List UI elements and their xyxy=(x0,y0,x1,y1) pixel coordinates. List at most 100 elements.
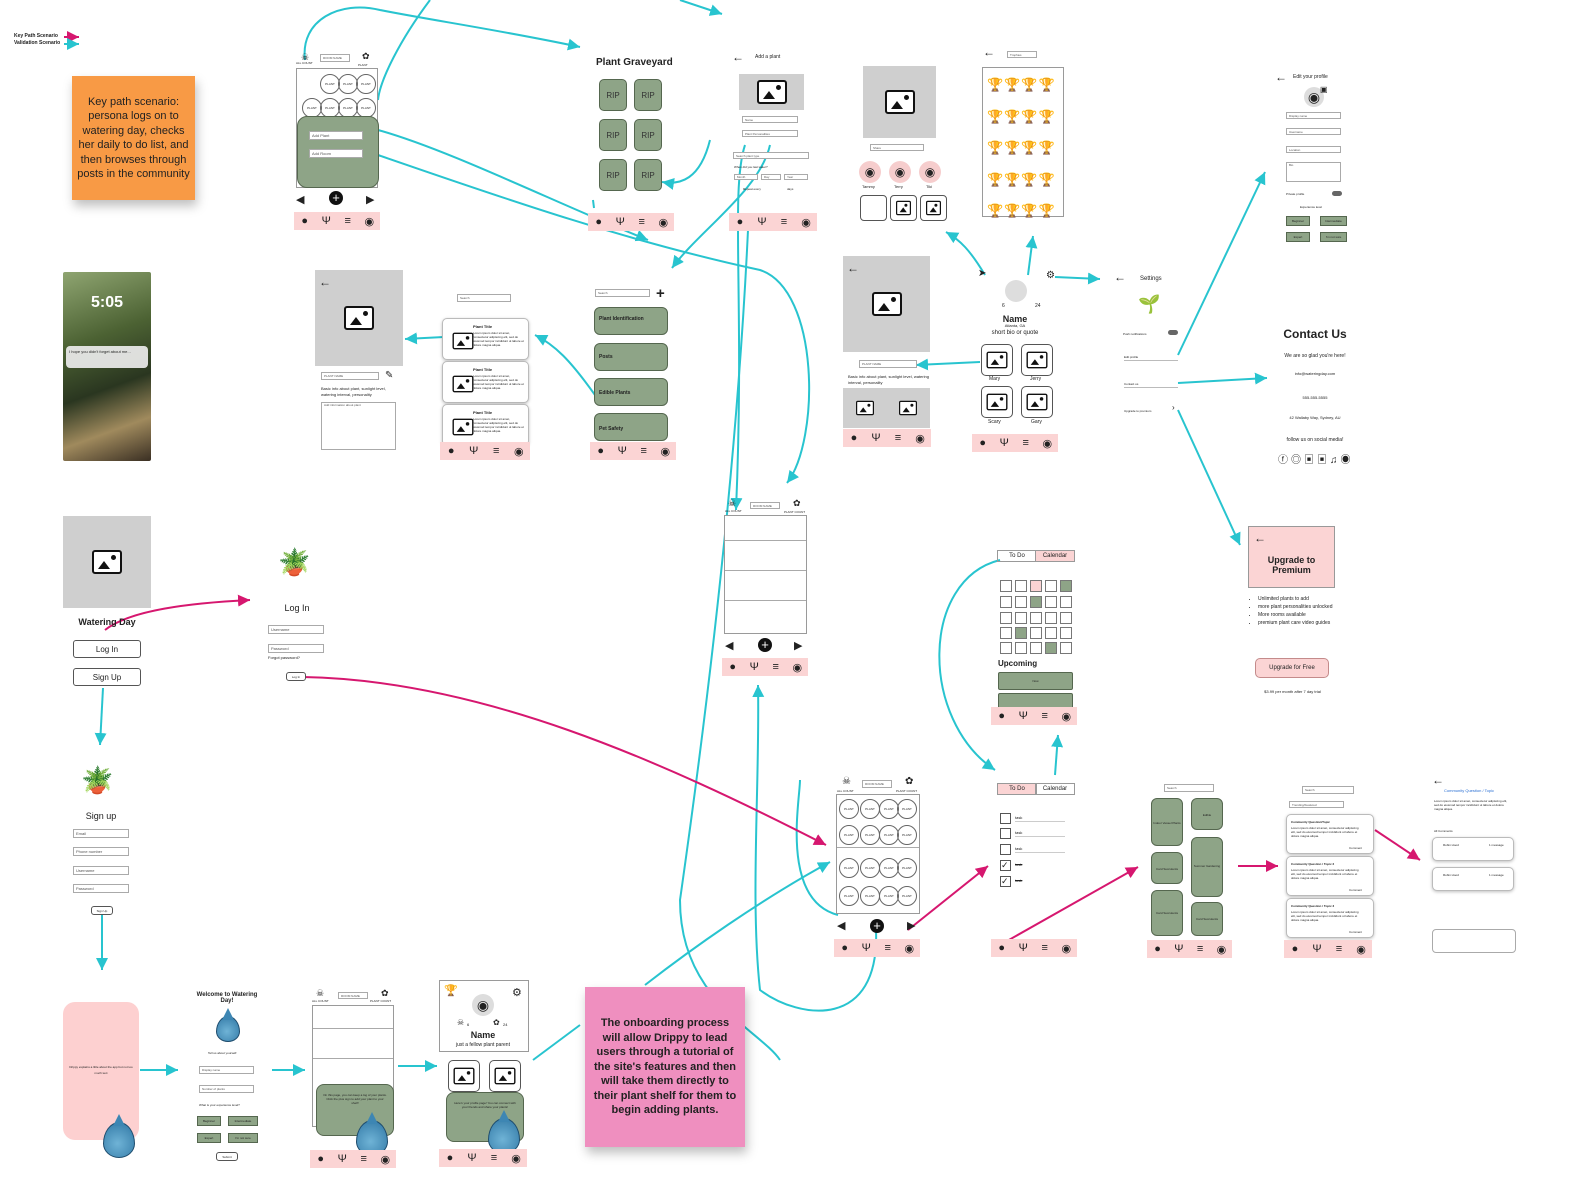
plant-nav-icon[interactable]: Ψ xyxy=(321,215,331,227)
add-room-option[interactable]: Add Room xyxy=(309,149,363,158)
contact-link[interactable]: Contact us xyxy=(1124,381,1178,388)
calendar-day[interactable] xyxy=(1060,580,1072,592)
next-arrow-icon[interactable]: ▶ xyxy=(366,194,375,206)
calendar-day[interactable] xyxy=(1000,612,1012,624)
gear-icon[interactable]: ⚙ xyxy=(1046,270,1055,281)
add-info-field[interactable]: Add information about plant xyxy=(321,402,396,450)
chat-icon[interactable]: ● xyxy=(447,445,455,457)
plant-slot[interactable]: PLANT xyxy=(897,886,917,906)
plant-nav-icon[interactable]: Ψ xyxy=(861,942,871,954)
plant-slot[interactable]: PLANT xyxy=(897,858,917,878)
calendar-day[interactable] xyxy=(1015,596,1027,608)
chat-icon[interactable]: ● xyxy=(736,216,744,228)
user-icon[interactable]: ◉ xyxy=(658,216,669,229)
plant-nav-icon[interactable]: Ψ xyxy=(1174,943,1184,955)
calendar-day[interactable] xyxy=(1045,627,1057,639)
category-item[interactable]: Edible Plants xyxy=(594,378,668,406)
plant-slot[interactable]: PLANT xyxy=(879,799,899,819)
beginner-button[interactable]: Beginner xyxy=(1286,216,1310,226)
plant-slot[interactable]: PLANT xyxy=(338,98,358,118)
user-icon[interactable]: ◉ xyxy=(792,661,803,674)
user-icon[interactable]: ◉ xyxy=(1061,710,1072,723)
plant-slot[interactable]: PLANT xyxy=(839,825,859,845)
plant-thumb[interactable] xyxy=(890,195,917,221)
search-input[interactable]: Search xyxy=(457,294,511,302)
list-icon[interactable]: ≡ xyxy=(640,445,647,457)
list-icon[interactable]: ≡ xyxy=(772,661,779,673)
plant-slot[interactable]: PLANT xyxy=(897,825,917,845)
expert-button[interactable]: Expert xyxy=(1286,232,1310,242)
room-name-field[interactable]: ROOM NAME xyxy=(338,992,368,999)
private-toggle[interactable] xyxy=(1332,191,1342,196)
list-icon[interactable]: ≡ xyxy=(638,216,645,228)
name-field[interactable]: Name xyxy=(742,116,798,123)
list-icon[interactable]: ≡ xyxy=(894,432,902,444)
plant-slot[interactable]: PLANT xyxy=(320,74,340,94)
list-icon[interactable]: ≡ xyxy=(1196,943,1204,955)
topic-card[interactable]: Community Question/Topic Lorem ipsum dol… xyxy=(1286,814,1374,854)
add-icon[interactable]: + xyxy=(870,919,884,933)
next-arrow-icon[interactable]: ▶ xyxy=(907,920,916,932)
plant-nav-icon[interactable]: Ψ xyxy=(757,216,767,228)
user-icon[interactable]: ◉ xyxy=(904,942,915,955)
task-checkbox-checked[interactable]: ✓ xyxy=(1000,860,1011,871)
password-field[interactable]: Password xyxy=(268,644,324,653)
tab-calendar[interactable]: Calendar xyxy=(1035,783,1075,795)
trending-tab[interactable]: Trending/Featured xyxy=(1289,801,1344,808)
avatar[interactable]: ◉ xyxy=(919,161,941,183)
username-field[interactable]: Username xyxy=(73,866,129,875)
tab-todo[interactable]: To Do xyxy=(997,550,1037,562)
rip-tile[interactable]: RIP xyxy=(599,159,627,191)
calendar-day[interactable] xyxy=(1045,596,1057,608)
phone-field[interactable]: Phone number xyxy=(73,847,129,856)
month-select[interactable]: Month xyxy=(734,174,758,180)
camera-icon[interactable]: ▣ xyxy=(1320,85,1328,94)
chat-icon[interactable]: ● xyxy=(1154,943,1161,955)
back-arrow-icon[interactable]: ← xyxy=(1432,773,1444,787)
calendar-day[interactable] xyxy=(1030,580,1042,592)
back-arrow-icon[interactable]: ← xyxy=(847,261,859,275)
friend-tile[interactable] xyxy=(981,386,1013,418)
category-item[interactable]: Posts xyxy=(594,343,668,371)
chat-icon[interactable]: ● xyxy=(446,1152,454,1164)
email-field[interactable]: Email xyxy=(73,829,129,838)
back-arrow-icon[interactable]: ← xyxy=(1114,270,1126,284)
plant-slot[interactable]: PLANT xyxy=(879,858,899,878)
edit-icon[interactable]: ✎ xyxy=(385,370,394,381)
back-arrow-icon[interactable]: ← xyxy=(732,50,744,64)
login-submit[interactable]: Log In xyxy=(286,672,306,681)
user-icon[interactable]: ◉ xyxy=(1216,943,1227,956)
calendar-day[interactable] xyxy=(1060,596,1072,608)
plant-slot[interactable]: PLANT xyxy=(839,858,859,878)
bio-field[interactable]: Bio xyxy=(1286,162,1341,182)
plant-nav-icon[interactable]: Ψ xyxy=(999,437,1009,449)
personalities-select[interactable]: Plant Personalities xyxy=(742,130,798,137)
chevron-right-icon[interactable]: › xyxy=(1172,403,1175,412)
chat-icon[interactable]: ● xyxy=(998,710,1006,722)
task-checkbox-checked[interactable]: ✓ xyxy=(1000,876,1011,887)
friend-tile[interactable] xyxy=(1021,386,1053,418)
chat-icon[interactable]: ● xyxy=(597,445,605,457)
user-icon[interactable]: ◉ xyxy=(1042,437,1053,450)
list-icon[interactable]: ≡ xyxy=(884,942,891,954)
avatar[interactable]: ◉ xyxy=(1304,87,1324,107)
day-select[interactable]: Day xyxy=(761,174,781,180)
comment-link[interactable]: Comment xyxy=(1349,846,1363,850)
explore-card[interactable]: Card Succulents xyxy=(1191,902,1223,936)
category-item[interactable]: Pet Safety xyxy=(594,413,668,441)
rip-tile[interactable]: RIP xyxy=(634,119,662,151)
user-icon[interactable]: ◉ xyxy=(513,445,524,458)
upcoming-item[interactable]: Now xyxy=(998,672,1073,690)
list-icon[interactable]: ≡ xyxy=(1041,710,1048,722)
username-field[interactable]: Username xyxy=(1286,128,1341,135)
calendar-day[interactable] xyxy=(1030,642,1042,654)
list-icon[interactable]: ≡ xyxy=(1022,437,1029,449)
user-icon[interactable]: ◉ xyxy=(364,215,375,228)
add-icon[interactable]: + xyxy=(758,638,772,652)
beginner-button[interactable]: Beginner xyxy=(197,1116,221,1126)
avatar[interactable]: ◉ xyxy=(859,161,881,183)
calendar-day[interactable] xyxy=(1000,627,1012,639)
intermediate-button[interactable]: Intermediate xyxy=(1320,216,1347,226)
rip-tile[interactable]: RIP xyxy=(634,159,662,191)
plant-slot[interactable]: PLANT xyxy=(897,799,917,819)
